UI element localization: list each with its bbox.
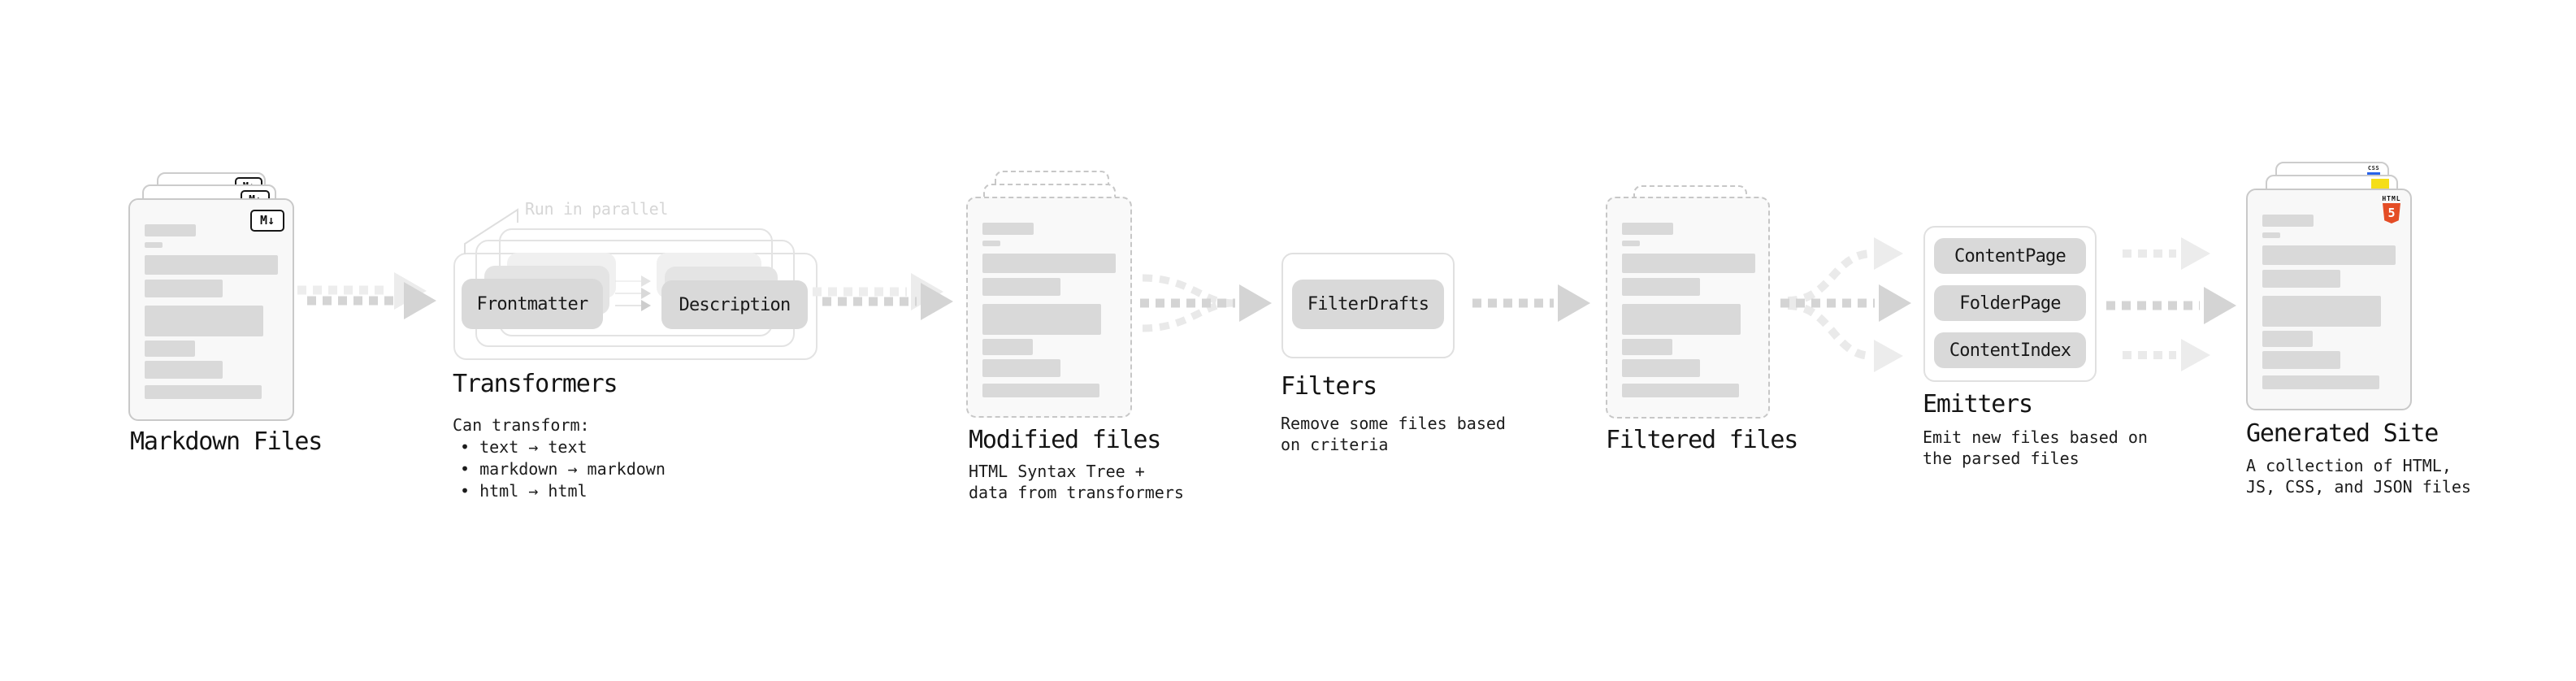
placeholder-bar: [2262, 331, 2313, 347]
placeholder-bar: [2262, 245, 2396, 265]
placeholder-bar: [145, 306, 263, 336]
placeholder-bar: [1622, 359, 1700, 377]
arrow-modified-to-filters: [1140, 274, 1272, 332]
filters-label: Filters: [1281, 372, 1377, 401]
contentpage-node: ContentPage: [1934, 238, 2086, 274]
transformers-label: Transformers: [453, 370, 618, 398]
transformers-caption-title: Can transform:: [453, 415, 590, 435]
placeholder-bar: [982, 359, 1060, 377]
placeholder-bar: [982, 223, 1034, 235]
frontmatter-node: Frontmatter: [462, 279, 603, 329]
placeholder-bar: [145, 280, 223, 297]
placeholder-bar: [145, 255, 278, 275]
caption-item: • text → text: [460, 437, 588, 457]
arrow-filters-to-filtered: [1472, 284, 1590, 322]
generated-site-caption: A collection of HTML, JS, CSS, and JSON …: [2246, 455, 2471, 497]
placeholder-bar: [1622, 223, 1673, 235]
run-in-parallel-note: Run in parallel: [525, 199, 669, 219]
filtered-file-front: [1606, 197, 1770, 419]
placeholder-bar: [145, 224, 196, 236]
filtered-files-label: Filtered files: [1606, 426, 1798, 454]
caption-line: the parsed files: [1923, 449, 2079, 468]
html5-icon-text: HTML: [2382, 195, 2401, 202]
placeholder-bar: [1622, 304, 1741, 335]
placeholder-bar: [1622, 278, 1700, 296]
caption-line: JS, CSS, and JSON files: [2246, 477, 2471, 497]
emitters-label: Emitters: [1923, 390, 2033, 419]
placeholder-bar: [982, 384, 1099, 397]
placeholder-bar: [2262, 351, 2340, 369]
placeholder-bar: [145, 242, 163, 248]
generated-file-front: HTML 5: [2246, 189, 2412, 410]
html5-icon-shield: 5: [2383, 203, 2400, 223]
placeholder-bar: [982, 254, 1116, 273]
caption-item: • html → html: [460, 481, 588, 501]
markdown-icon: M↓: [250, 210, 284, 232]
placeholder-bar: [145, 361, 223, 379]
placeholder-bar: [982, 278, 1060, 296]
markdown-file-front: M↓: [128, 198, 294, 421]
caption-line: Remove some files based: [1281, 414, 1506, 433]
placeholder-bar: [2262, 375, 2379, 389]
description-node: Description: [661, 280, 808, 329]
emitters-caption: Emit new files based on the parsed files: [1923, 427, 2148, 469]
arrow-transformers-to-modified: [813, 273, 953, 320]
contentindex-node: ContentIndex: [1934, 332, 2086, 368]
placeholder-bar: [2262, 232, 2280, 238]
modified-file-front: [966, 197, 1132, 418]
placeholder-bar: [982, 304, 1101, 335]
arrow-filtered-to-emitters: [1780, 237, 1911, 372]
placeholder-bar: [145, 385, 262, 399]
markdown-files-label: Markdown Files: [130, 427, 323, 456]
placeholder-bar: [2262, 215, 2314, 227]
transformers-caption-list: • text → text • markdown → markdown • ht…: [460, 436, 666, 502]
css-icon-text: CSS: [2367, 165, 2380, 171]
transformer-frame-front: [453, 253, 817, 360]
caption-line: HTML Syntax Tree +: [969, 462, 1145, 481]
css3-icon: CSS: [2366, 165, 2381, 176]
placeholder-bar: [982, 241, 1000, 246]
placeholder-bar: [2262, 296, 2381, 327]
placeholder-bar: [2262, 270, 2340, 288]
html5-icon: HTML 5: [2381, 195, 2402, 223]
arrow-emitters-to-generated: [2106, 237, 2236, 371]
caption-item: • markdown → markdown: [460, 459, 666, 479]
caption-line: on criteria: [1281, 435, 1389, 454]
generated-site-label: Generated Site: [2246, 419, 2439, 448]
placeholder-bar: [1622, 254, 1755, 273]
placeholder-bar: [1622, 241, 1640, 246]
placeholder-bar: [145, 340, 195, 357]
filters-caption: Remove some files based on criteria: [1281, 413, 1506, 455]
filterdrafts-node: FilterDrafts: [1292, 280, 1444, 329]
modified-files-caption: HTML Syntax Tree + data from transformer…: [969, 461, 1184, 503]
placeholder-bar: [982, 339, 1033, 355]
placeholder-bar: [1622, 384, 1739, 397]
placeholder-bar: [1622, 339, 1672, 355]
modified-files-label: Modified files: [969, 426, 1161, 454]
folderpage-node: FolderPage: [1934, 285, 2086, 321]
arrow-markdown-to-transformers: [297, 272, 436, 319]
caption-line: Emit new files based on: [1923, 427, 2148, 447]
caption-line: data from transformers: [969, 483, 1184, 502]
caption-line: A collection of HTML,: [2246, 456, 2452, 475]
css-icon-bar: [2367, 172, 2380, 176]
